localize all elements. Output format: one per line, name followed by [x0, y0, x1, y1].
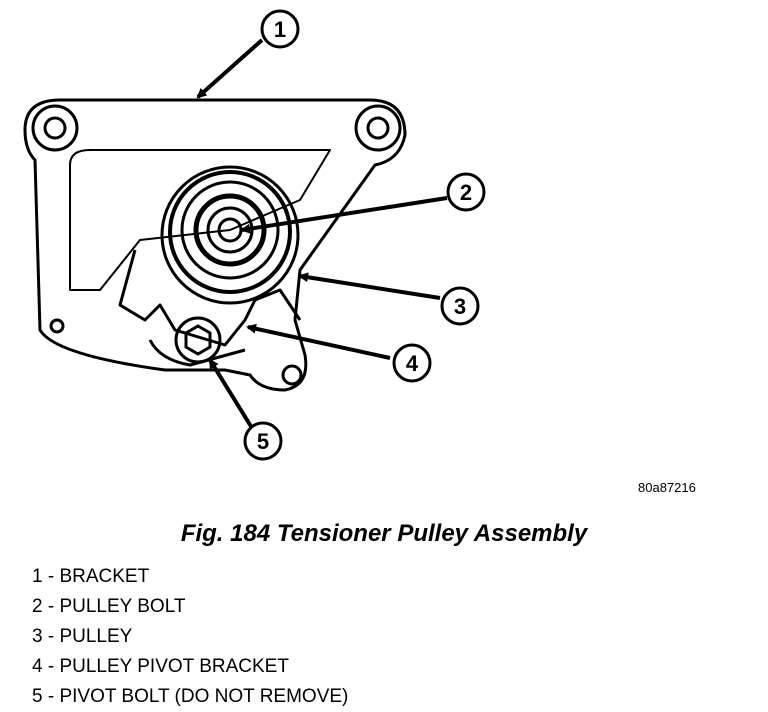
figure-caption: Fig. 184 Tensioner Pulley Assembly	[180, 520, 588, 547]
bracket	[23, 98, 407, 392]
callout-1: 1	[260, 9, 300, 49]
svg-text:3: 3	[454, 294, 466, 319]
tensioner-pulley-diagram: 1 2 3 4 5	[23, 9, 486, 461]
legend-item: 4 - PULLEY PIVOT BRACKET	[32, 656, 289, 677]
legend-item: 2 - PULLEY BOLT	[32, 596, 186, 617]
drawing-id: 80a87216	[638, 480, 696, 495]
pulley-pivot-bracket	[118, 249, 302, 367]
callout-3: 3	[440, 286, 480, 326]
leader-lines	[196, 38, 448, 430]
pivot-bolt	[174, 316, 222, 364]
legend-item: 3 - PULLEY	[32, 626, 133, 647]
parts-legend: 1 - BRACKET 2 - PULLEY BOLT 3 - PULLEY 4…	[32, 562, 348, 712]
svg-text:5: 5	[257, 429, 269, 454]
legend-item: 5 - PIVOT BOLT (DO NOT REMOVE)	[32, 686, 349, 707]
svg-text:4: 4	[406, 351, 419, 376]
svg-text:1: 1	[274, 17, 286, 42]
legend-item: 1 - BRACKET	[32, 566, 150, 587]
pulley	[160, 165, 300, 305]
callout-5: 5	[243, 421, 283, 461]
callout-2: 2	[446, 172, 486, 212]
bracket-mounting-holes	[31, 104, 402, 386]
callout-4: 4	[392, 343, 432, 383]
svg-text:2: 2	[460, 180, 472, 205]
